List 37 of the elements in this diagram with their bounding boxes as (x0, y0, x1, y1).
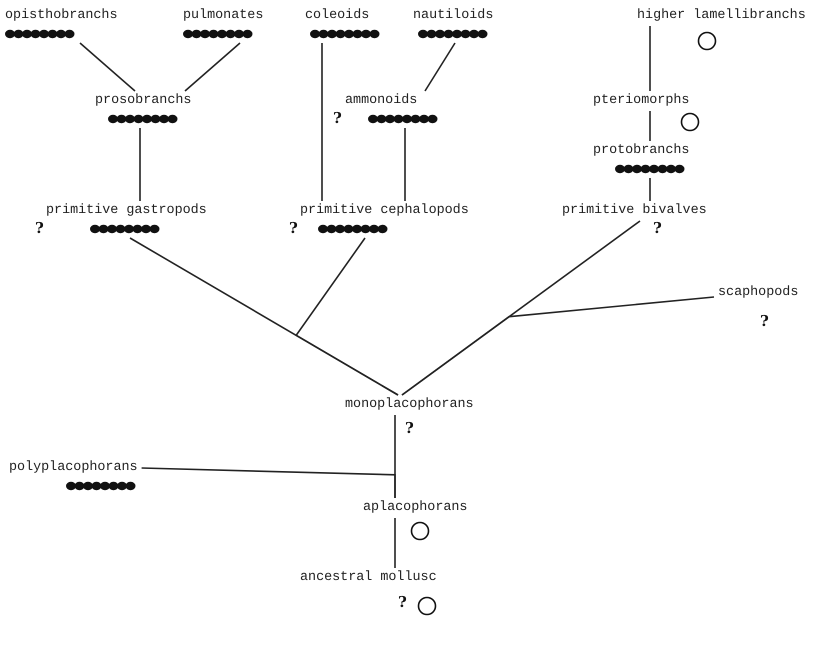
taxon-label: prosobranchs (95, 93, 192, 109)
question-mark: ? (333, 110, 342, 126)
taxon-label: pulmonates (183, 8, 264, 24)
taxon-label: primitive gastropods (46, 203, 207, 219)
question-mark: ? (653, 220, 662, 236)
taxon-label: aplacophorans (363, 500, 468, 516)
taxon-label: nautiloids (413, 8, 494, 24)
branch-line (649, 178, 651, 201)
taxon-label: higher lamellibranchs (637, 8, 806, 24)
question-mark: ? (35, 220, 44, 236)
branch-line (424, 42, 456, 92)
taxon-label: coleoids (305, 8, 370, 24)
branch-line (404, 128, 406, 201)
taxon-label: primitive bivalves (562, 203, 707, 219)
branch-line (79, 42, 136, 92)
taxon-label: primitive cephalopods (300, 203, 469, 219)
branch-line (394, 518, 396, 568)
taxon-label: scaphopods (718, 285, 798, 301)
taxon-label: protobranchs (593, 143, 690, 159)
branch-line (649, 111, 651, 141)
taxon-label: polyplacophorans (9, 460, 138, 476)
branch-line (142, 467, 396, 498)
question-mark: ? (760, 313, 769, 329)
taxon-label: pteriomorphs (593, 93, 690, 109)
question-mark: ? (405, 420, 414, 436)
branch-line (649, 26, 651, 91)
question-mark: ? (398, 594, 407, 610)
branch-line (184, 42, 241, 92)
taxon-label: opisthobranchs (5, 8, 118, 24)
taxon-label: ancestral mollusc (300, 570, 437, 586)
branch-line (321, 43, 323, 201)
question-mark: ? (289, 220, 298, 236)
branch-line (295, 238, 398, 396)
taxon-label: monoplacophorans (345, 397, 474, 413)
taxon-label: ammonoids (345, 93, 418, 109)
branch-line (402, 296, 714, 396)
branch-line (139, 128, 141, 201)
